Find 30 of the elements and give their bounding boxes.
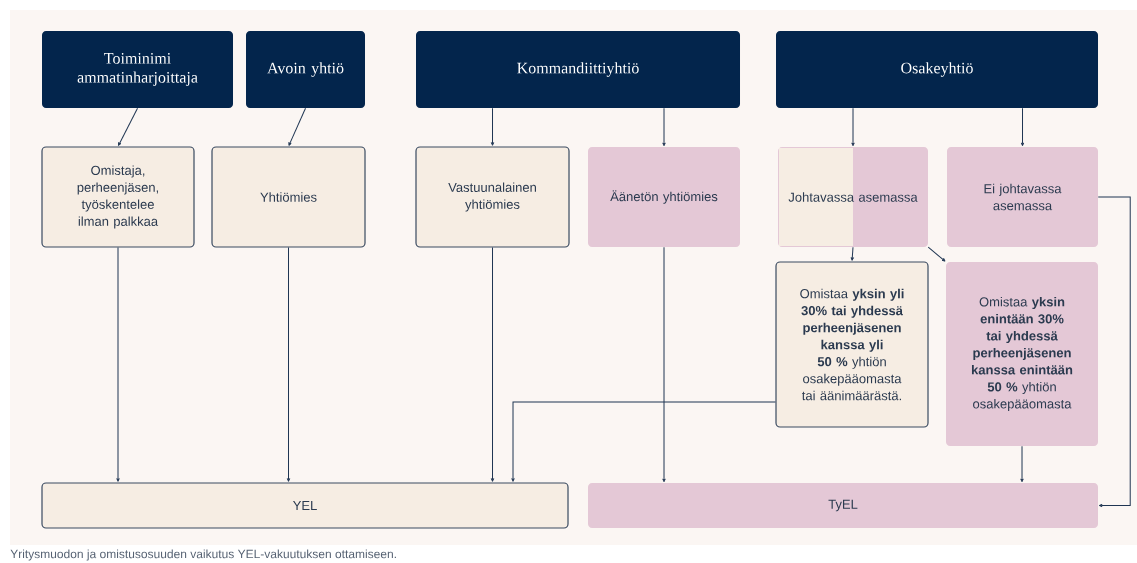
arrow [118, 107, 138, 146]
header-box: Toiminimi ammatinharjoittaja [42, 31, 233, 108]
category-box: Omistaja, perheenjäsen, työskentelee ilman palkkaa [41, 146, 195, 248]
category-box: Vastuunalainen yhtiömies [415, 146, 570, 248]
arrow [490, 247, 495, 482]
arrow [1097, 196, 1131, 508]
category-box: YEL [41, 482, 569, 529]
category-box: Ei johtavassa asemassa [947, 147, 1098, 247]
arrow [490, 107, 495, 146]
arrow [662, 107, 666, 147]
arrow [851, 107, 855, 147]
arrow [286, 247, 291, 482]
category-box: Äänetön yhtiömies [588, 147, 740, 247]
arrow [927, 246, 946, 262]
category-box: Omistaa yksin enintään 30% tai yhdessä perheenjäsenen kanssa enintään 50 % yhtiön osakepääomasta [946, 262, 1098, 446]
category-box: TyEL [588, 483, 1098, 528]
arrow [288, 107, 306, 146]
arrow [1020, 107, 1025, 147]
caption: Yritysmuodon ja omistusosuuden vaikutus YEL-vakuutuksen ottamiseen. [10, 549, 396, 561]
arrow [1020, 445, 1024, 483]
category-box: Omistaa yksin yli 30% tai yhdessä perheenjäsenen kanssa yli 50 % yhtiön osakepääomasta tai äänimäärästä. [775, 261, 929, 428]
arrow [511, 401, 776, 482]
arrow [116, 247, 120, 482]
header-box: Avoin yhtiö [246, 31, 365, 108]
category-box: Johtavassa asemassa [778, 147, 928, 247]
header-box: Osakeyhtiö [776, 31, 1098, 108]
header-box: Kommandiittiyhtiö [416, 31, 740, 108]
arrow [662, 246, 666, 483]
category-box: Yhtiömies [211, 146, 366, 248]
arrow [850, 246, 854, 261]
